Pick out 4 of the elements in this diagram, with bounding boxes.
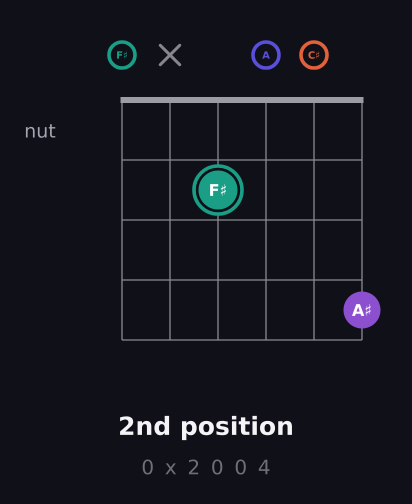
fingering-label: 0 x 2 0 0 4 <box>142 459 270 475</box>
muted-string-cross <box>158 44 182 66</box>
nut-label: nut <box>26 124 56 138</box>
title: 2nd position <box>120 416 292 440</box>
